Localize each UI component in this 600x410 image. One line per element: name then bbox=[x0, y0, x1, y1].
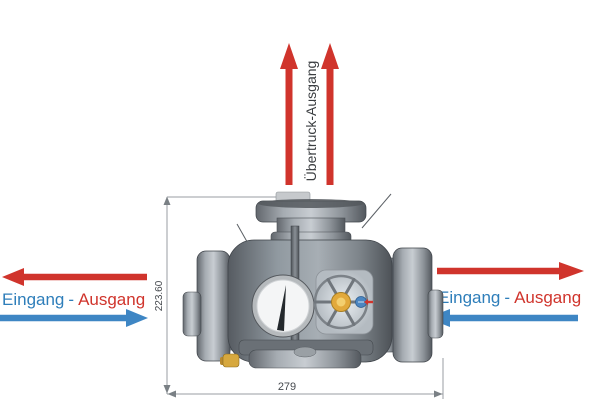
valve-left-flange bbox=[196, 250, 231, 362]
valve-drawing: 279 223.60 bbox=[154, 191, 444, 399]
valve-right-end-cap bbox=[427, 289, 444, 339]
width-dimension-label: 279 bbox=[278, 381, 296, 393]
right-red-arrow-icon bbox=[437, 262, 584, 280]
right-outlet-label: Ausgang bbox=[514, 288, 582, 307]
dimension-arrowheads bbox=[163, 196, 443, 398]
valve-left-end-cap bbox=[182, 291, 202, 337]
left-port-label: Eingang-Ausgang bbox=[2, 290, 145, 309]
valve-right-flange bbox=[392, 247, 433, 363]
valve-top-flange-face bbox=[258, 199, 364, 208]
gauge-needle bbox=[277, 285, 286, 331]
handwheel-hub-highlight bbox=[336, 297, 346, 307]
valve-bottom-lug bbox=[293, 346, 317, 358]
overpressure-outlet-label: Übertruck-Ausgang bbox=[303, 60, 319, 182]
left-outlet-label: Ausgang bbox=[78, 290, 146, 309]
right-port-label: Eingang-Ausgang bbox=[438, 288, 581, 307]
left-blue-arrow-icon bbox=[0, 309, 148, 327]
up-arrow-right-icon bbox=[321, 43, 339, 185]
right-inlet-label: Eingang bbox=[438, 288, 501, 307]
brass-plug bbox=[222, 353, 240, 368]
knob-pointer-icon bbox=[364, 299, 373, 305]
up-arrow-left-icon bbox=[280, 43, 298, 185]
left-red-arrow-icon bbox=[2, 268, 147, 286]
dimension-lines bbox=[166, 196, 444, 399]
callout-leader-line bbox=[361, 193, 392, 229]
overpressure-arrows bbox=[280, 43, 339, 185]
right-separator: - bbox=[504, 288, 511, 307]
height-dimension-label: 223.60 bbox=[154, 280, 165, 311]
left-separator: - bbox=[68, 290, 75, 309]
left-inlet-label: Eingang bbox=[2, 290, 65, 309]
